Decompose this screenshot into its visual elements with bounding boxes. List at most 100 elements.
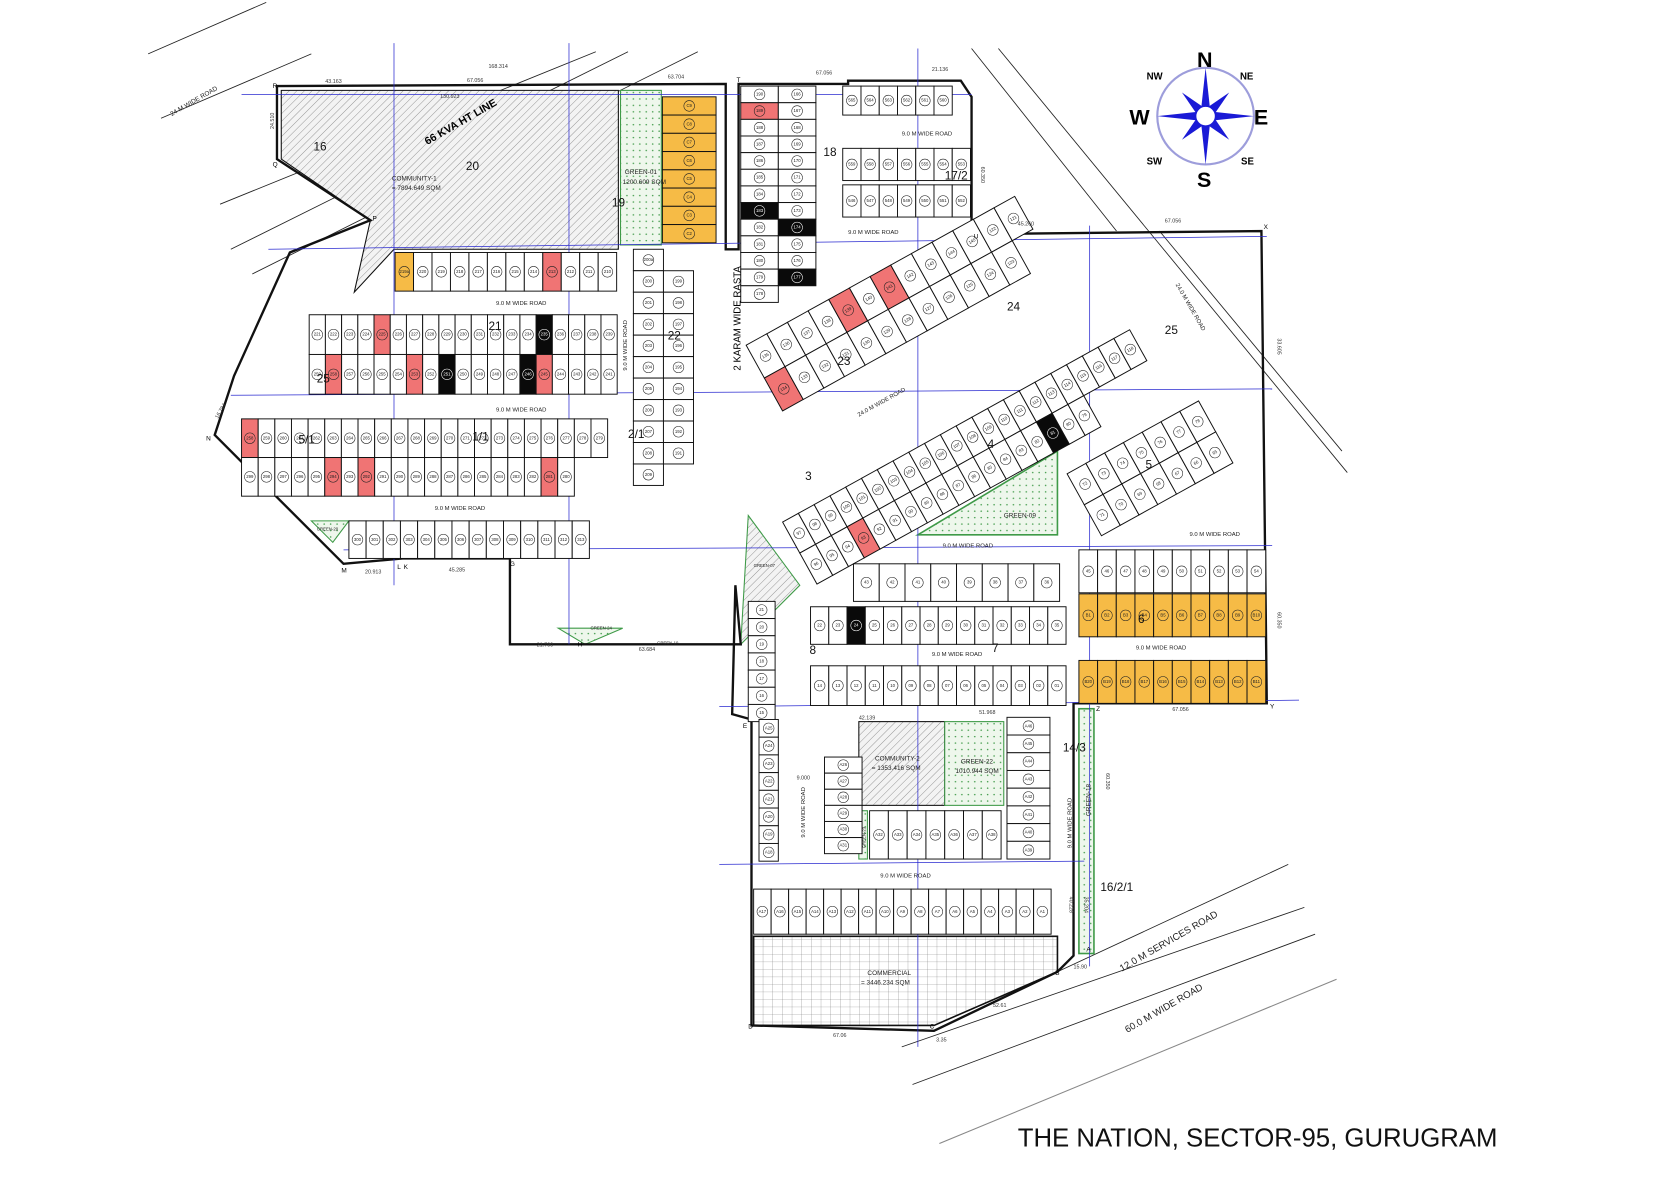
plot[interactable]: 230 — [454, 314, 472, 355]
plot[interactable]: 288 — [424, 457, 442, 497]
plot[interactable]: 42 — [878, 563, 906, 602]
plot[interactable]: 276 — [540, 418, 559, 459]
plot[interactable]: 200a — [632, 248, 664, 272]
plot[interactable]: 304 — [417, 520, 436, 559]
plot[interactable]: 242 — [584, 353, 602, 395]
plot[interactable]: 176 — [777, 251, 817, 270]
plot[interactable]: 252 — [422, 353, 440, 395]
plot[interactable]: 28 — [919, 606, 939, 645]
plot[interactable]: 30 — [956, 606, 976, 645]
plot[interactable]: A19 — [758, 825, 779, 844]
plot[interactable]: A34 — [906, 810, 927, 860]
plot[interactable]: B10 — [1246, 593, 1267, 638]
plot[interactable]: 34 — [1029, 606, 1049, 645]
plot[interactable]: 23 — [828, 606, 848, 645]
plot[interactable]: 266 — [374, 418, 392, 459]
plot[interactable]: 178 — [740, 285, 779, 303]
plot[interactable]: 185 — [740, 168, 779, 187]
plot[interactable]: A22 — [758, 772, 779, 791]
plot[interactable]: C9 — [661, 96, 717, 116]
plot[interactable]: 255 — [373, 353, 391, 395]
plot[interactable]: 227 — [405, 314, 424, 355]
plot[interactable]: 226 — [389, 314, 407, 355]
plot[interactable]: A27 — [824, 772, 863, 790]
plot[interactable]: 236 — [551, 314, 570, 355]
plot[interactable]: 24 — [846, 606, 866, 645]
plot[interactable]: 273 — [490, 418, 509, 459]
plot[interactable]: 283 — [507, 457, 525, 497]
plot[interactable]: 191 — [662, 442, 694, 465]
plot[interactable]: 50 — [1171, 549, 1192, 594]
plot[interactable]: B18 — [1115, 659, 1136, 704]
plot[interactable]: 547 — [860, 184, 880, 218]
plot[interactable]: 193 — [662, 399, 694, 422]
plot[interactable]: A1 — [1033, 888, 1052, 935]
plot[interactable]: 555 — [915, 147, 935, 182]
plot[interactable]: 231 — [470, 314, 488, 355]
plot[interactable]: 234 — [519, 314, 537, 355]
plot[interactable]: 557 — [878, 147, 898, 182]
plot[interactable]: 293 — [340, 457, 359, 497]
plot[interactable]: A45 — [1006, 734, 1051, 754]
plot[interactable]: 197 — [662, 313, 694, 336]
plot[interactable]: 04 — [992, 665, 1012, 706]
plot[interactable]: 228 — [422, 314, 440, 355]
plot[interactable]: A42 — [1006, 787, 1051, 807]
plot[interactable]: 219a — [394, 251, 415, 292]
plot[interactable]: 11 — [864, 665, 885, 706]
plot[interactable]: 277 — [557, 418, 575, 459]
plot[interactable]: 311 — [537, 520, 556, 559]
plot[interactable]: A17 — [753, 888, 772, 935]
plot[interactable]: 17 — [747, 669, 776, 688]
plot[interactable]: A18 — [758, 842, 779, 862]
plot[interactable]: 31 — [974, 606, 994, 645]
plot[interactable]: A35 — [925, 810, 946, 860]
plot[interactable]: A8 — [910, 888, 930, 935]
plot[interactable]: 52 — [1209, 549, 1229, 594]
plot[interactable]: 219 — [431, 251, 451, 292]
plot[interactable]: 285 — [474, 457, 492, 497]
plot[interactable]: 548 — [878, 184, 898, 218]
plot[interactable]: B7 — [1190, 593, 1211, 638]
plot[interactable]: 89 — [909, 482, 944, 524]
plot[interactable]: 167 — [777, 102, 817, 120]
plot[interactable]: 13 — [828, 665, 848, 706]
plot[interactable]: 15 — [747, 703, 776, 723]
plot[interactable]: B15 — [1171, 659, 1192, 704]
plot[interactable]: B3 — [1115, 593, 1136, 638]
plot[interactable]: B5 — [1153, 593, 1173, 638]
plot[interactable]: C4 — [661, 187, 717, 207]
plot[interactable]: A3 — [998, 888, 1017, 935]
plot[interactable]: 35 — [1047, 606, 1067, 645]
plot[interactable]: 287 — [440, 457, 459, 497]
plot[interactable]: A41 — [1006, 805, 1051, 825]
plot[interactable]: 43 — [852, 563, 880, 602]
plot[interactable]: A29 — [824, 804, 863, 822]
plot[interactable]: A12 — [840, 888, 860, 935]
plot[interactable]: 564 — [860, 85, 880, 116]
plot[interactable]: 290 — [390, 457, 409, 497]
plot[interactable]: 292 — [357, 457, 376, 497]
plot[interactable]: 558 — [860, 147, 880, 182]
plot[interactable]: 275 — [523, 418, 542, 459]
plot[interactable]: 211 — [579, 251, 599, 292]
plot[interactable]: 247 — [503, 353, 521, 395]
plot[interactable]: B12 — [1227, 659, 1248, 704]
plot[interactable]: 257 — [341, 353, 359, 395]
plot[interactable]: 299 — [241, 457, 259, 497]
plot[interactable]: 121 — [993, 195, 1034, 242]
plot[interactable]: 47 — [1115, 549, 1136, 594]
plot[interactable]: 18 — [747, 652, 776, 671]
plot[interactable]: 243 — [568, 353, 586, 395]
plot[interactable]: A10 — [875, 888, 895, 935]
plot[interactable]: 546 — [842, 184, 862, 218]
plot[interactable]: 212 — [560, 251, 581, 292]
plot[interactable]: 169 — [777, 135, 817, 154]
plot[interactable]: 46 — [1097, 549, 1117, 594]
plot[interactable]: 20 — [747, 618, 776, 637]
plot[interactable]: 306 — [451, 520, 470, 559]
plot[interactable]: C3 — [661, 205, 717, 226]
plot[interactable]: A11 — [858, 888, 877, 935]
plot[interactable]: 51 — [1190, 549, 1211, 594]
plot[interactable]: 07 — [937, 665, 958, 706]
